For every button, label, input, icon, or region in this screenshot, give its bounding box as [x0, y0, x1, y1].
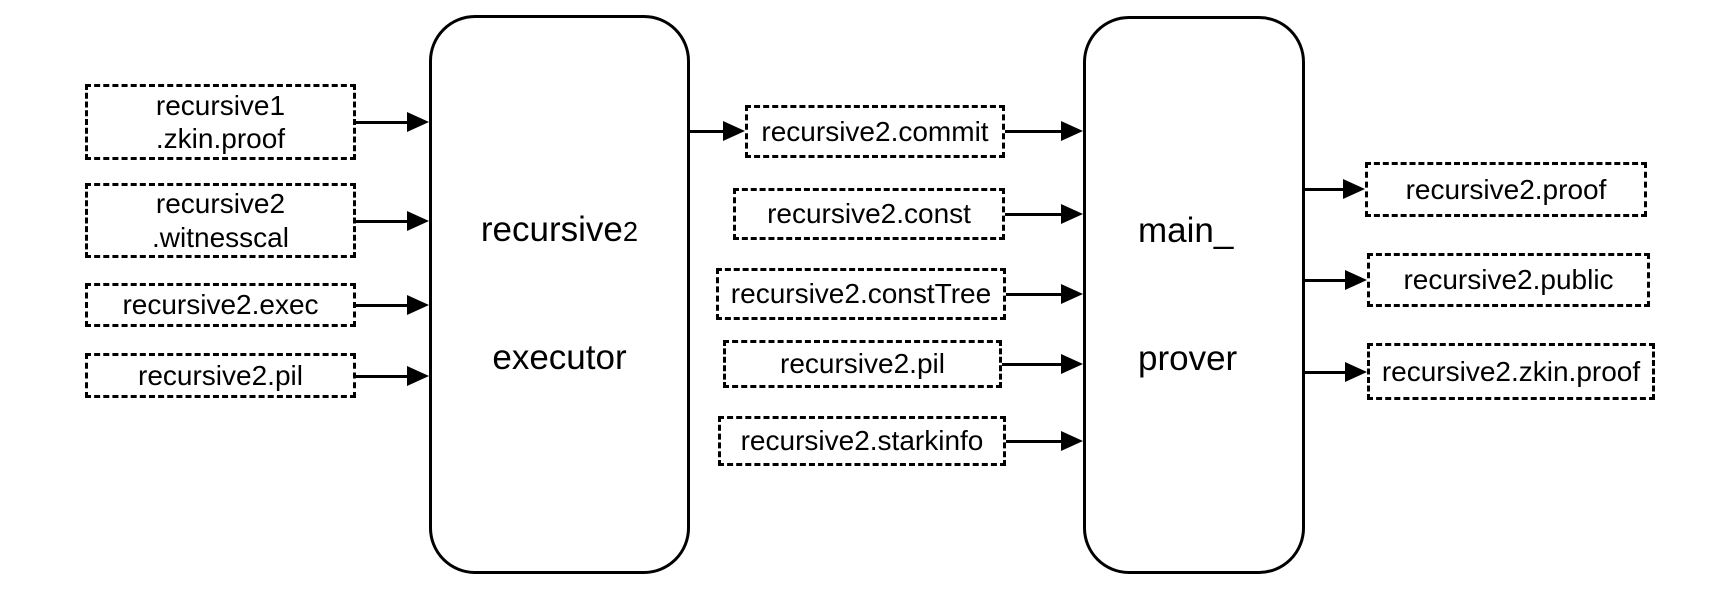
arrow-shaft [690, 129, 723, 133]
arrow-head [723, 121, 745, 141]
arrow-witnesscal-to-executor [356, 210, 429, 232]
node-label-line: recursive2.commit [761, 115, 989, 147]
node-recursive2-commit: recursive2.commit [745, 105, 1005, 158]
arrow-head [1061, 204, 1083, 224]
executor-name-suffix: 2 [622, 216, 639, 248]
node-label-line: recursive2.exec [122, 289, 319, 321]
node-recursive2-exec: recursive2.exec [85, 283, 356, 327]
node-label-line: recursive2.constTree [730, 278, 992, 310]
node-label-line: .zkin.proof [155, 123, 286, 154]
node-label-line: recursive2.pil [138, 359, 303, 391]
node-recursive2-witnesscal: recursive2 .witnesscal [85, 183, 356, 258]
node-label-line: recursive2 [155, 188, 286, 220]
arrow-commit-to-prover [1005, 120, 1083, 142]
node-label-line: recursive2.const [767, 198, 971, 230]
arrow-shaft [356, 120, 407, 124]
arrow-head [407, 295, 429, 315]
node-label-line: recursive2.public [1403, 264, 1614, 296]
arrow-head [407, 112, 429, 132]
arrow-shaft [1305, 370, 1345, 374]
executor-label: recursive2 executor [432, 124, 687, 466]
node-label-line: recursive2.zkin.proof [1381, 355, 1641, 387]
arrow-starkinfo-to-prover [1006, 430, 1083, 452]
arrow-shaft [1005, 129, 1061, 133]
prover-label-line2: prover [1138, 338, 1238, 378]
executor-label-line2: executor [492, 338, 627, 378]
arrow-shaft [356, 303, 407, 307]
arrow-prover-to-zkinproof [1305, 361, 1367, 383]
node-recursive2-pil-input: recursive2.pil [85, 353, 356, 398]
node-label-line: recursive1 [155, 89, 286, 121]
node-label-line: recursive2.proof [1405, 173, 1607, 205]
arrow-head [407, 211, 429, 231]
node-label-line: .witnesscal [152, 221, 289, 253]
node-recursive2-public: recursive2.public [1367, 253, 1650, 307]
executor-process-box: recursive2 executor [429, 15, 690, 574]
arrow-shaft [1006, 292, 1061, 296]
arrow-const-to-prover [1005, 203, 1083, 225]
arrow-shaft [1005, 212, 1061, 216]
arrow-shaft [356, 374, 407, 378]
node-recursive2-proof: recursive2.proof [1365, 162, 1647, 217]
node-label-line: recursive2.starkinfo [740, 425, 984, 457]
arrow-head [1345, 270, 1367, 290]
arrow-head [1061, 431, 1083, 451]
executor-name-text: recursive [480, 210, 623, 250]
arrow-shaft [1006, 439, 1061, 443]
arrow-head [1343, 179, 1365, 199]
arrow-head [1061, 354, 1083, 374]
node-recursive2-starkinfo: recursive2.starkinfo [718, 416, 1006, 466]
arrow-prover-to-public [1305, 269, 1367, 291]
arrow-head [1061, 284, 1083, 304]
arrow-head [1345, 362, 1367, 382]
arrow-exec-to-executor [356, 294, 429, 316]
prover-label: main_ prover [1086, 124, 1302, 466]
node-recursive1-zkin-proof: recursive1 .zkin.proof [85, 84, 356, 160]
arrow-executor-to-commit [690, 120, 745, 142]
arrow-pil-to-executor [356, 365, 429, 387]
arrow-head [407, 366, 429, 386]
node-recursive2-const: recursive2.const [733, 188, 1005, 240]
node-recursive2-zkin-proof: recursive2.zkin.proof [1367, 343, 1655, 400]
arrow-zkinproof-to-executor [356, 111, 429, 133]
executor-label-line1: recursive2 [432, 209, 687, 252]
node-label-line: recursive2.pil [780, 348, 945, 380]
node-recursive2-pil-middle: recursive2.pil [723, 340, 1002, 388]
arrow-shaft [1305, 278, 1345, 282]
arrow-shaft [1002, 362, 1061, 366]
arrow-prover-to-proof [1305, 178, 1365, 200]
arrow-pil-to-prover [1002, 353, 1083, 375]
prover-process-box: main_ prover [1083, 16, 1305, 574]
arrow-head [1061, 121, 1083, 141]
prover-label-line1: main_ [1138, 210, 1234, 250]
arrow-shaft [356, 219, 407, 223]
node-recursive2-consttree: recursive2.constTree [716, 268, 1006, 320]
arrow-shaft [1305, 187, 1343, 191]
arrow-consttree-to-prover [1006, 283, 1083, 305]
